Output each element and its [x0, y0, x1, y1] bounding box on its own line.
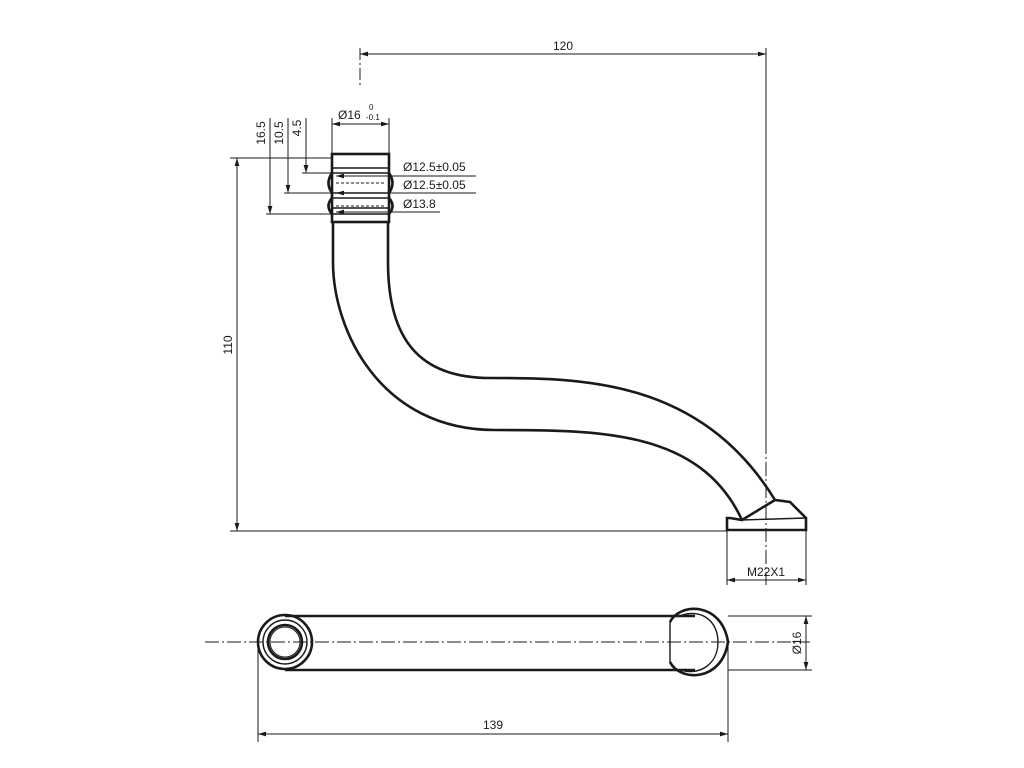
dim-diameter-16-bottom: Ø16 — [728, 615, 812, 671]
dim-d16-label: Ø16 — [338, 108, 361, 122]
dim-120-label: 120 — [553, 39, 573, 53]
dim-110: 110 — [221, 157, 727, 532]
dim-groove1-label: Ø12.5±0.05 — [403, 160, 466, 174]
dim-120: 120 — [359, 39, 767, 440]
dim-thread: M22X1 — [726, 531, 807, 585]
dim-d16-tol-lower: -0.1 — [366, 113, 380, 122]
spout-outer-contour — [331, 222, 744, 521]
dim-d16-tol-upper: 0 — [369, 103, 374, 112]
spout-inner-contour — [386, 222, 777, 501]
nut-chamfer-line — [741, 517, 807, 521]
dim-4-5-label: 4.5 — [290, 119, 304, 136]
dim-bottom-d16-label: Ø16 — [790, 631, 804, 654]
dim-139-label: 139 — [483, 718, 503, 732]
dim-heights: 16.5 10.5 4.5 — [254, 118, 332, 215]
dim-139: 139 — [257, 642, 729, 742]
dim-groove2-label: Ø12.5±0.05 — [403, 178, 466, 192]
dim-thread-label: M22X1 — [747, 565, 785, 579]
dim-110-label: 110 — [221, 335, 235, 354]
dim-diameter-16-top: Ø16 0 -0.1 — [331, 103, 390, 154]
dim-16-5-label: 16.5 — [254, 121, 268, 145]
dim-collar-label: Ø13.8 — [403, 197, 436, 211]
dim-grooves: Ø12.5±0.05 Ø12.5±0.05 Ø13.8 — [336, 160, 476, 215]
dim-10-5-label: 10.5 — [272, 121, 286, 145]
spout-front-view — [327, 152, 808, 585]
spout-top-view — [205, 607, 810, 677]
